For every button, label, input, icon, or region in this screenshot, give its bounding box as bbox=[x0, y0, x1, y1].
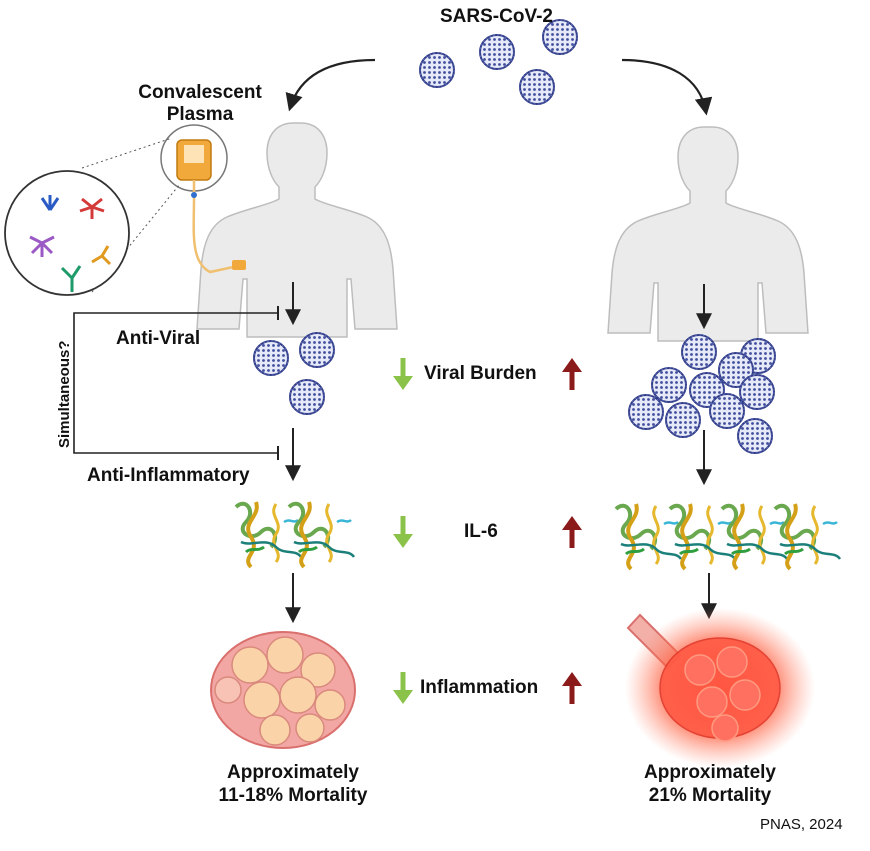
inflammation-down-arrow bbox=[393, 672, 413, 704]
inflammation-up-arrow bbox=[562, 672, 582, 704]
citation: PNAS, 2024 bbox=[760, 816, 843, 833]
treated-outcome-line2: 11-18% Mortality bbox=[218, 785, 368, 806]
il6-down-arrow bbox=[393, 516, 413, 548]
viral-burden-down-arrow bbox=[393, 358, 413, 390]
arrow-to-untreated bbox=[621, 58, 713, 116]
patient-untreated bbox=[607, 126, 809, 342]
anti-viral-label: Anti-Viral bbox=[116, 328, 201, 349]
viral-burden-up-arrow bbox=[562, 358, 582, 390]
virus-cluster-treated bbox=[253, 332, 335, 415]
plasma-bag bbox=[160, 124, 246, 274]
untreated-outcome-line1: Approximately bbox=[644, 762, 776, 783]
mechanism-bracket bbox=[73, 312, 278, 454]
alveoli-untreated bbox=[625, 608, 815, 768]
arrow-to-treated bbox=[285, 58, 376, 112]
virus-cluster-untreated bbox=[628, 334, 776, 454]
virus-cluster-top bbox=[419, 19, 578, 105]
il6-treated bbox=[234, 500, 356, 569]
anti-inflammatory-label: Anti-Inflammatory bbox=[87, 465, 250, 486]
treated-outcome-line1: Approximately bbox=[227, 762, 359, 783]
virus-title: SARS-CoV-2 bbox=[440, 6, 553, 27]
antibody-magnifier bbox=[4, 170, 130, 296]
il6-up-arrow bbox=[562, 516, 582, 548]
treatment-label-line2: Plasma bbox=[166, 104, 234, 125]
il6-label: IL-6 bbox=[464, 521, 498, 542]
untreated-outcome-line2: 21% Mortality bbox=[648, 785, 772, 806]
viral-burden-label: Viral Burden bbox=[424, 363, 537, 384]
treatment-label-line1: Convalescent bbox=[138, 82, 262, 103]
inflammation-label: Inflammation bbox=[420, 677, 539, 698]
simultaneous-label: Simultaneous? bbox=[56, 340, 73, 448]
alveoli-treated bbox=[210, 631, 356, 749]
il6-untreated bbox=[614, 502, 842, 571]
